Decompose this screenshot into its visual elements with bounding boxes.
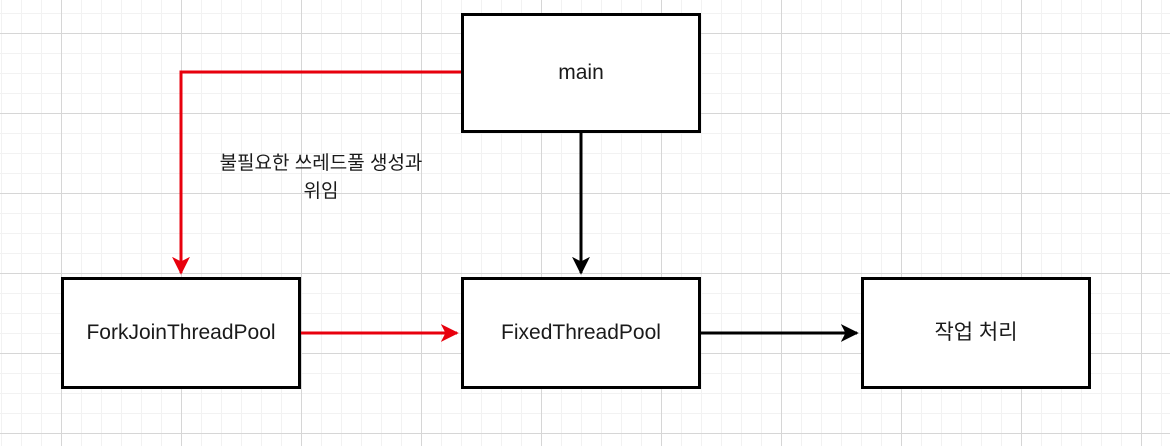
node-work-processing-label: 작업 처리 — [934, 321, 1018, 345]
node-main-label: main — [558, 61, 604, 85]
node-fixedthreadpool-label: FixedThreadPool — [501, 321, 661, 345]
node-forkjointhreadpool[interactable]: ForkJoinThreadPool — [61, 277, 301, 389]
node-work-processing[interactable]: 작업 처리 — [861, 277, 1091, 389]
node-main[interactable]: main — [461, 13, 701, 133]
node-forkjointhreadpool-label: ForkJoinThreadPool — [86, 321, 276, 345]
edge-label-delegation: 불필요한 쓰레드풀 생성과 위임 — [219, 153, 423, 202]
node-fixedthreadpool[interactable]: FixedThreadPool — [461, 277, 701, 389]
